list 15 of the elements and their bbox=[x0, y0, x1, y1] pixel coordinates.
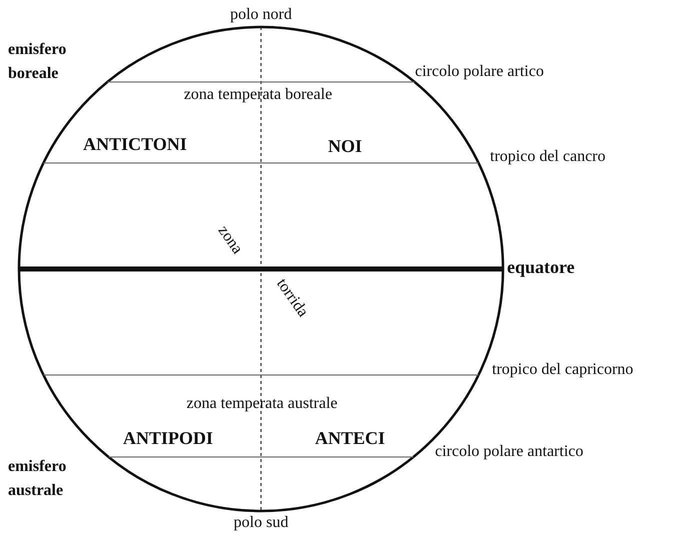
pole-label: polo sud bbox=[234, 514, 288, 532]
pole-label: polo nord bbox=[230, 6, 292, 24]
latitude-label: circolo polare antartico bbox=[435, 443, 584, 461]
hemisphere-label: emisfero boreale bbox=[8, 40, 68, 84]
equator-label: equatore bbox=[507, 258, 575, 278]
region-label: NOI bbox=[328, 137, 362, 157]
region-label: ANTECI bbox=[315, 429, 385, 449]
latitude-label: tropico del capricorno bbox=[492, 361, 634, 379]
region-label: ANTICTONI bbox=[83, 135, 187, 155]
zone-label: zona temperata boreale bbox=[184, 86, 332, 104]
hemisphere-label: emisfero australe bbox=[8, 457, 68, 501]
latitude-label: circolo polare artico bbox=[415, 63, 544, 81]
region-label: ANTIPODI bbox=[123, 429, 213, 449]
zone-label: zona temperata australe bbox=[186, 395, 338, 413]
latitude-label: tropico del cancro bbox=[490, 148, 606, 166]
